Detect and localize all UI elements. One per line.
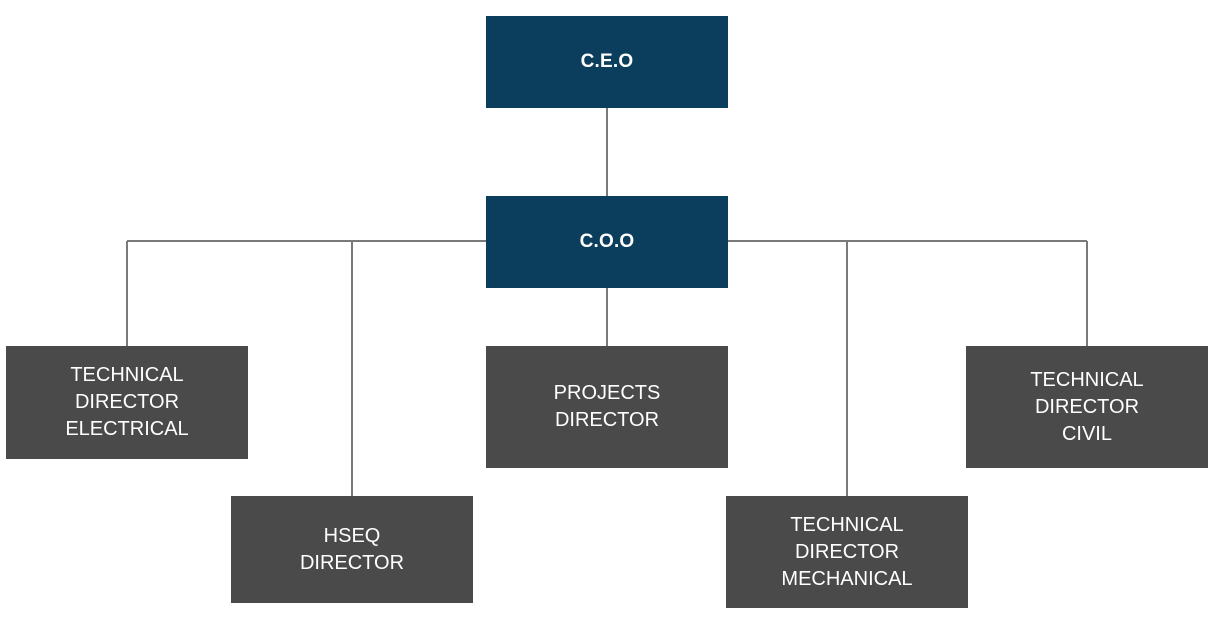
coo-label: C.O.O xyxy=(579,231,635,252)
ceo-label: C.E.O xyxy=(580,51,634,72)
technical-director-electrical-label: TECHNICAL DIRECTOR ELECTRICAL xyxy=(65,364,189,440)
coo-box: C.O.O xyxy=(486,196,728,288)
hseq-director-label: HSEQ DIRECTOR xyxy=(299,524,405,574)
technical-director-mechanical-box: TECHNICAL DIRECTOR MECHANICAL xyxy=(726,496,968,608)
ceo-box: C.E.O xyxy=(486,16,728,108)
technical-director-civil-label: TECHNICAL DIRECTOR CIVIL xyxy=(1030,368,1144,445)
technical-director-mechanical-label: TECHNICAL DIRECTOR MECHANICAL xyxy=(781,513,913,590)
hseq-director-box: HSEQ DIRECTOR xyxy=(231,496,473,603)
technical-director-civil-box: TECHNICAL DIRECTOR CIVIL xyxy=(966,346,1208,468)
technical-director-electrical-box: TECHNICAL DIRECTOR ELECTRICAL xyxy=(6,346,248,459)
projects-director-label: PROJECTS DIRECTOR xyxy=(553,382,661,431)
projects-director-box: PROJECTS DIRECTOR xyxy=(486,346,728,468)
